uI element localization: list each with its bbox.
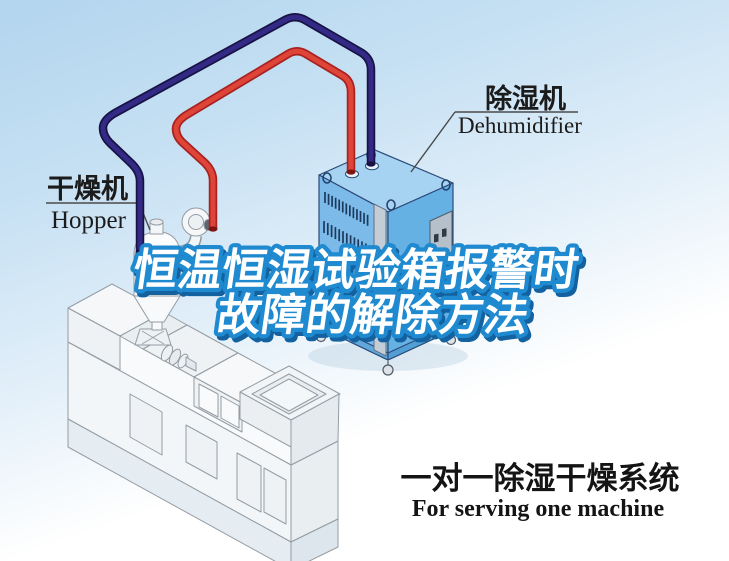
- caster-wheels: [315, 328, 457, 376]
- caption-en: For serving one machine: [412, 496, 665, 522]
- dehumidifier-label-zh: 除湿机: [485, 83, 566, 115]
- title-line1: 恒温恒湿试验箱报警时: [130, 245, 582, 296]
- pipes: [98, 13, 379, 255]
- title-overlay: 恒温恒湿试验箱报警时 故障的解除方法 恒温恒湿试验箱报警时 故障的解除方法: [126, 241, 590, 349]
- supply-air-pipe: [171, 47, 356, 232]
- title-line1-shadow: 恒温恒湿试验箱报警时: [133, 249, 585, 300]
- vent-grille: [323, 192, 375, 260]
- title-line2-shadow: 故障的解除方法: [217, 294, 536, 345]
- injection-barrel: [160, 344, 197, 372]
- title-line2: 故障的解除方法: [214, 290, 533, 341]
- dehumidifier-label-en: Dehumidifier: [458, 113, 582, 138]
- caption-zh: 一对一除湿干燥系统: [401, 461, 680, 497]
- caption: 一对一除湿干燥系统 For serving one machine: [401, 461, 680, 522]
- dryer-label: 干燥机 Hopper: [46, 174, 151, 234]
- dryer-label-en: Hopper: [51, 207, 127, 234]
- dryer-label-zh: 干燥机: [47, 174, 128, 205]
- return-air-pipe: [98, 13, 376, 255]
- dehumidifier-label: 除湿机 Dehumidifier: [410, 83, 582, 173]
- molding-machine: [67, 283, 341, 561]
- hopper-dryer: [133, 207, 213, 346]
- dehumidifier-unit: [315, 149, 457, 376]
